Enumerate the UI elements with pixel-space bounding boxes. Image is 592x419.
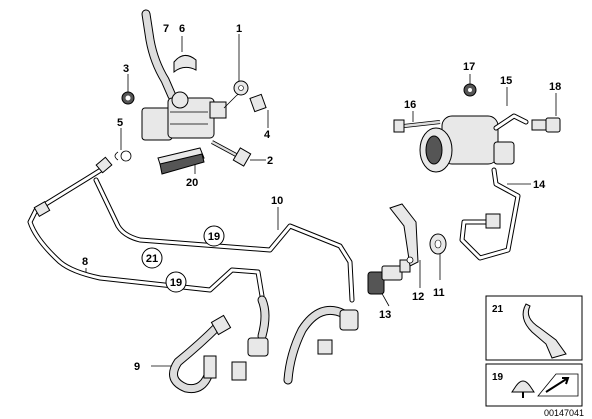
nut-part-4 — [249, 93, 267, 113]
clamp-part-6 — [173, 55, 197, 74]
legend-box-21: 21 — [485, 295, 583, 361]
circlip-part-5 — [114, 150, 132, 162]
document-number: 00147041 — [544, 408, 584, 418]
label-part-17: 17 — [463, 61, 475, 73]
master-cylinder-part-1 — [141, 80, 249, 141]
label-part-12: 12 — [412, 291, 424, 303]
label-part-13: 13 — [379, 309, 391, 321]
label-part-9: 9 — [134, 361, 140, 373]
label-part-7: 7 — [163, 23, 169, 35]
callout-19-a: 19 — [208, 231, 220, 243]
pipe-part-14 — [459, 167, 521, 261]
label-part-20: 20 — [186, 177, 198, 189]
label-part-15: 15 — [500, 75, 512, 87]
bleeder-part-18 — [531, 117, 561, 133]
connector-part-13 — [367, 259, 411, 295]
leader-lines — [85, 34, 557, 367]
legend-box-19: 19 — [485, 363, 583, 407]
label-part-1: 1 — [236, 23, 242, 35]
bolt-part-2 — [211, 140, 252, 167]
label-part-5: 5 — [117, 117, 123, 129]
legend-label-19: 19 — [492, 372, 504, 383]
label-part-4: 4 — [264, 129, 271, 141]
label-part-2: 2 — [267, 155, 273, 167]
label-part-3: 3 — [123, 63, 129, 75]
label-part-8: 8 — [82, 256, 88, 268]
legend-label-21: 21 — [492, 304, 504, 315]
circled-callouts: 19 21 19 — [141, 225, 225, 293]
seal-part-3 — [121, 91, 135, 105]
label-part-14: 14 — [533, 179, 546, 191]
bracket-part-20 — [157, 147, 205, 175]
slave-cylinder-part-15 — [419, 113, 529, 173]
label-part-16: 16 — [404, 99, 416, 111]
label-part-10: 10 — [271, 195, 283, 207]
hose-part-9 — [169, 295, 359, 394]
part-numbers: 1 7 6 3 5 4 2 20 17 15 18 16 14 10 8 12 … — [82, 23, 561, 373]
pipe-part-8 — [27, 156, 265, 299]
pipe-part-10 — [93, 177, 355, 303]
label-part-11: 11 — [433, 287, 445, 299]
label-part-18: 18 — [549, 81, 561, 93]
seal-part-11 — [429, 233, 447, 255]
bolt-part-16 — [393, 119, 441, 133]
nut-part-17 — [463, 83, 477, 97]
callout-19-b: 19 — [170, 277, 182, 289]
hose-part-7 — [141, 9, 177, 101]
label-part-6: 6 — [179, 23, 185, 35]
callout-21: 21 — [146, 253, 158, 265]
bracket-part-12 — [389, 203, 419, 267]
